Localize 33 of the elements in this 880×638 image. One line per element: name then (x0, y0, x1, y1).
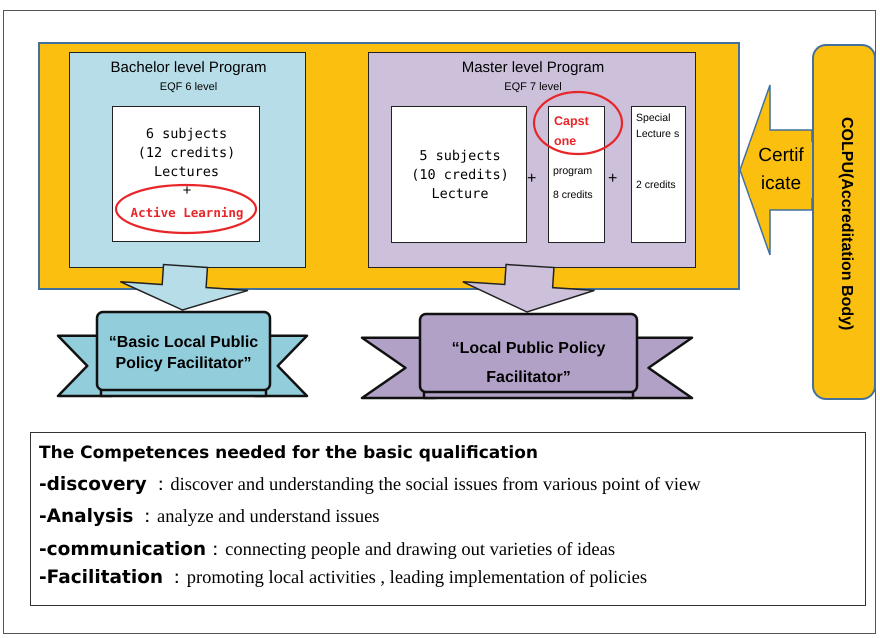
course-text: program (553, 165, 594, 177)
master-panel (368, 52, 696, 268)
program-panel (38, 42, 740, 290)
plus-sign: + (527, 170, 536, 188)
level-text: EQF 6 level (158, 81, 218, 93)
panel-heading: The Competences needed for the basic qualification (39, 443, 539, 463)
highlight-text: Capst one (554, 113, 590, 150)
course-card (112, 106, 260, 242)
course-card (548, 106, 605, 243)
organization-name: COLPU(Accreditation Body) (837, 116, 856, 333)
bachelor-panel (69, 52, 306, 268)
credits-text: 8 credits (553, 188, 594, 203)
block-arrow (120, 264, 249, 311)
competences-panel (30, 432, 866, 606)
course-card (631, 106, 686, 243)
plus-sign: + (608, 170, 618, 188)
highlight-text: Active Learning (130, 205, 244, 220)
course-text: 5 subjects (10 credits) Lecture (410, 147, 510, 204)
competence-item: -Facilitation ：promoting local activities , leading implementation of policies (39, 566, 648, 589)
course-text: 6 subjects (12 credits) Lectures (136, 125, 236, 182)
panel-title: Bachelor level Program (110, 59, 268, 76)
panel-title: Master level Program (460, 59, 606, 76)
accreditation-body-box (812, 44, 876, 400)
competence-item: -communication：connecting people and drawing out varieties of ideas (39, 538, 616, 561)
credits-text: 2 credits (636, 178, 677, 193)
level-text: EQF 7 level (503, 81, 563, 93)
edge-label: Certif icate (750, 142, 812, 198)
competence-item: -Analysis ：analyze and understand issues (39, 505, 380, 528)
plus-sign: + (182, 182, 192, 199)
block-arrow (462, 264, 596, 313)
course-card (391, 106, 527, 243)
competence-item: -discovery ：discover and understanding the social issues from various point of view (39, 473, 702, 496)
course-text: Special Lecture s (636, 111, 680, 142)
